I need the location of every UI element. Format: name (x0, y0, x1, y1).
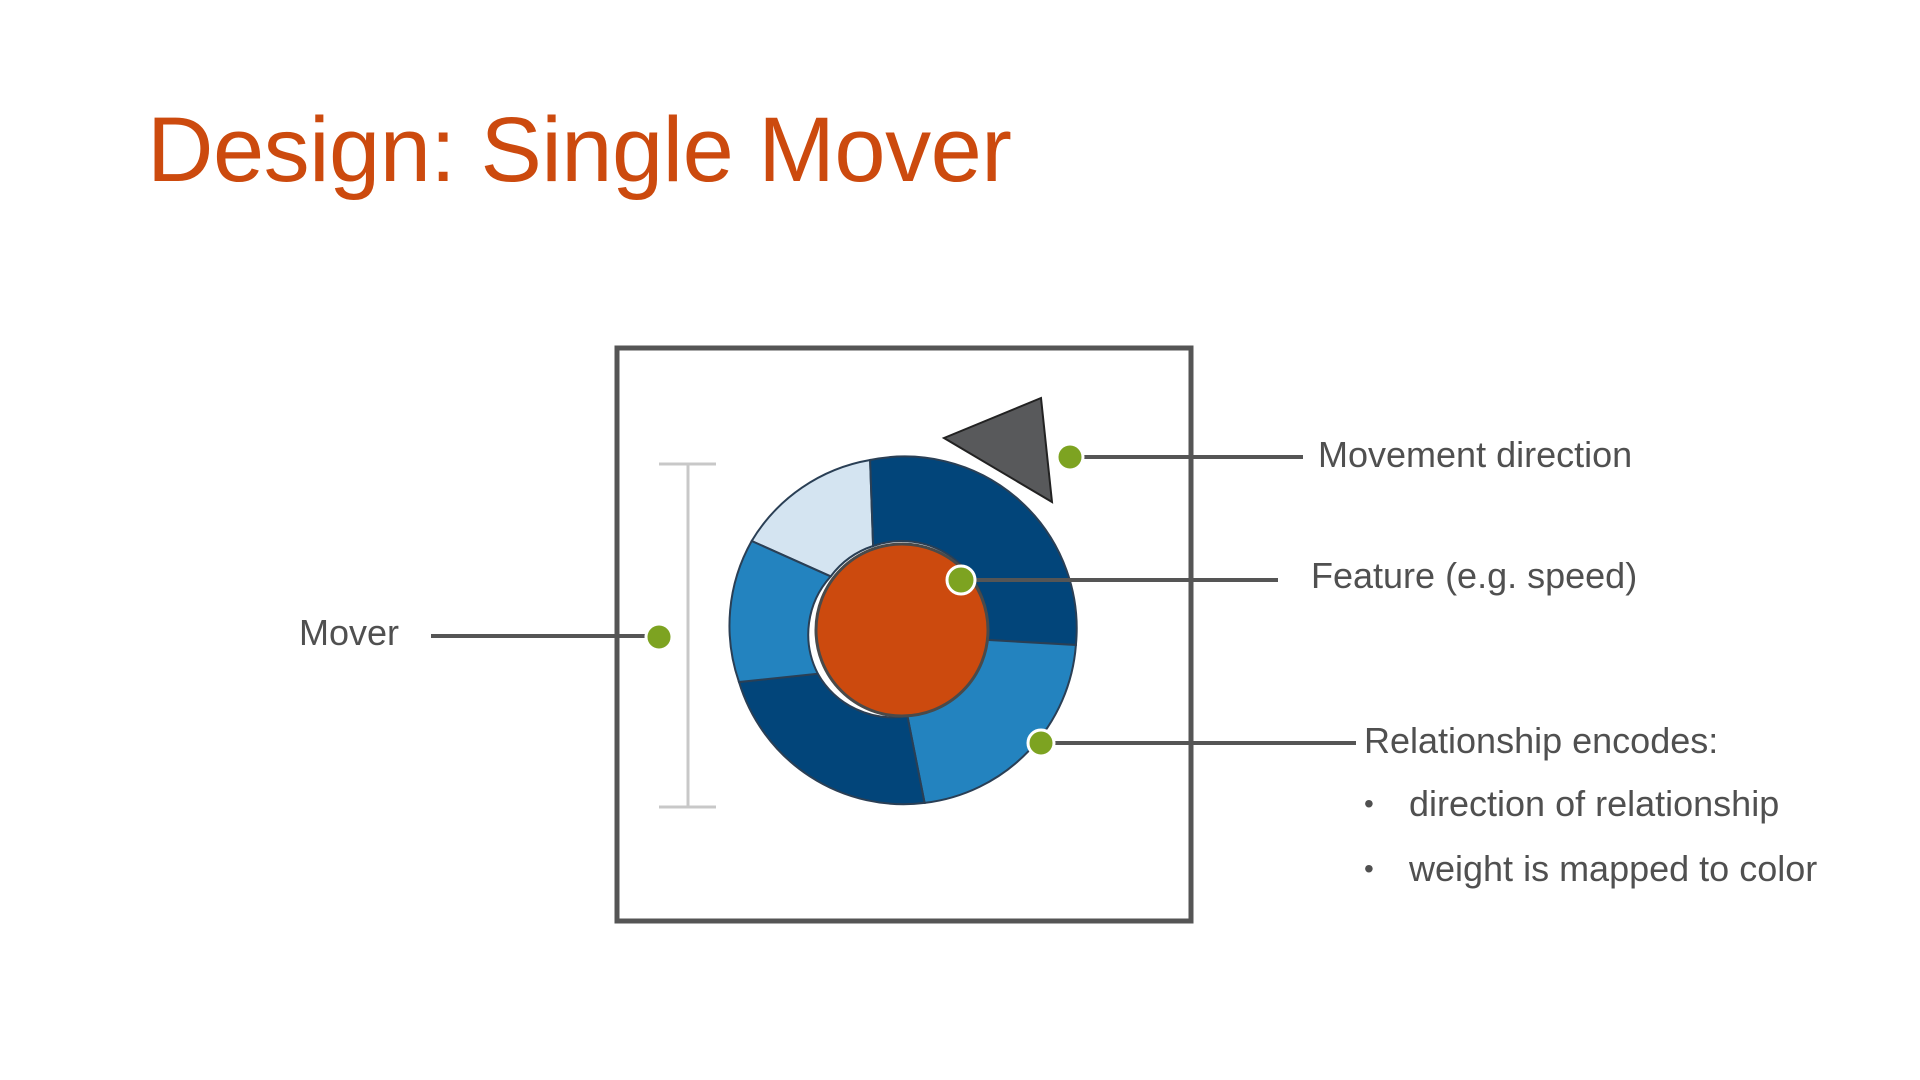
size-bracket (659, 462, 716, 809)
ring-segment-dark-top (869, 455, 1078, 647)
callout-label-feature: Feature (e.g. speed) (1311, 555, 1638, 596)
relationship-bullet-list: direction of relationship weight is mapp… (1364, 786, 1817, 916)
bullet-item: direction of relationship (1364, 786, 1817, 851)
slide-title: Design: Single Mover (147, 99, 1012, 201)
movement-direction-triangle-arrow-icon (941, 396, 1054, 504)
callout-dot-relationship (1026, 728, 1056, 758)
leader-lines (431, 455, 1356, 745)
callout-label-mover: Mover (299, 612, 400, 653)
ring-segment-medium-left (728, 539, 833, 684)
callout-label-relationship: Relationship encodes: (1364, 720, 1719, 761)
ring-segment-dark-bottom (737, 672, 926, 806)
callout-dot-feature (945, 564, 977, 596)
callout-label-movement-direction: Movement direction (1318, 434, 1633, 475)
callout-dot-direction (1055, 442, 1085, 472)
feature-circle (814, 542, 990, 718)
bullet-item: weight is mapped to color (1364, 851, 1817, 916)
ring-segment-light (750, 458, 875, 578)
callout-dot-mover (644, 622, 674, 652)
